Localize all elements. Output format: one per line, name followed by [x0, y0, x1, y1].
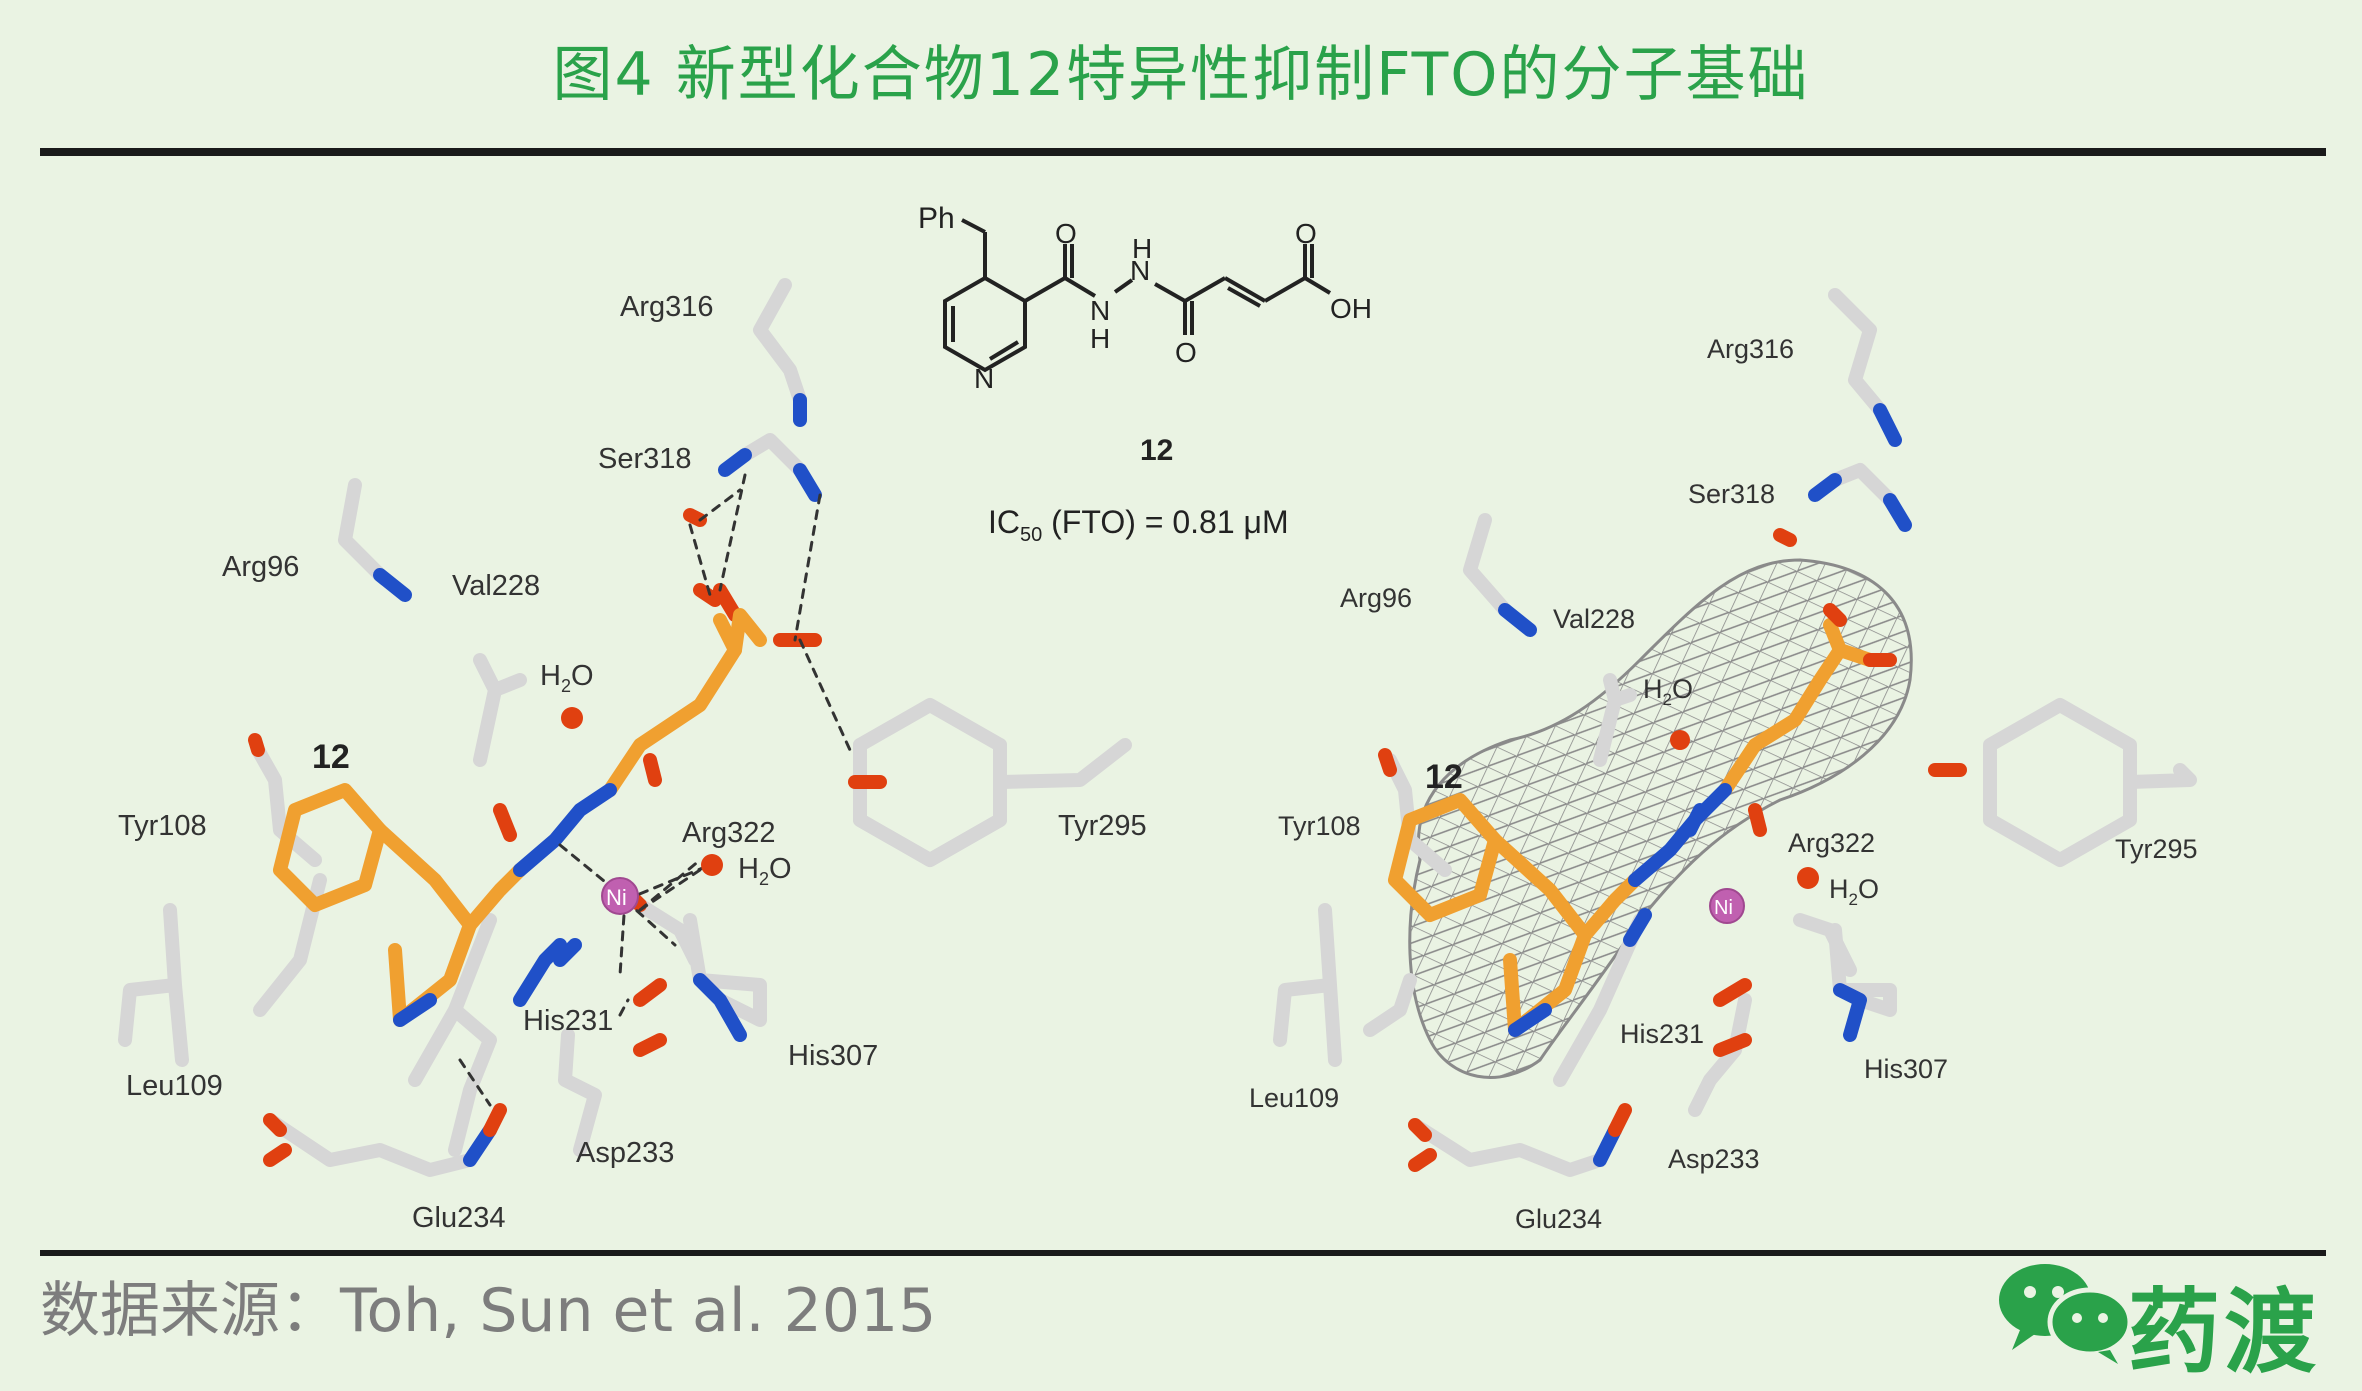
- label-glu234: Glu234: [412, 1202, 506, 1234]
- right-ni-label: Ni: [1714, 897, 1733, 919]
- label-his231-r: His231: [1620, 1019, 1704, 1049]
- label-arg322-r: Arg322: [1788, 828, 1875, 858]
- label-val228: Val228: [452, 570, 540, 602]
- label-ser318: Ser318: [598, 443, 692, 475]
- label-leu109: Leu109: [126, 1070, 223, 1102]
- right-ligand-label: 12: [1425, 758, 1463, 796]
- label-his307: His307: [788, 1040, 878, 1072]
- left-water-2: [701, 854, 723, 876]
- binding-site-figure: Ph N O N H N H O O OH 12 IC50 (FTO) = 0.…: [118, 202, 2198, 1234]
- label-val228-r: Val228: [1553, 604, 1635, 634]
- right-water-label-2: H2O: [1829, 874, 1879, 909]
- label-tyr295-r: Tyr295: [2115, 834, 2198, 864]
- label-arg316: Arg316: [620, 291, 714, 323]
- label-leu109-r: Leu109: [1249, 1083, 1339, 1113]
- logo-text: 药渡: [2128, 1279, 2321, 1386]
- label-tyr108-r: Tyr108: [1278, 811, 1361, 841]
- left-residue-labels: Arg316 Ser318 Arg96 Val228 Tyr108 Arg322…: [118, 291, 1147, 1234]
- label-ser318-r: Ser318: [1688, 479, 1775, 509]
- left-ni-label: Ni: [606, 885, 627, 910]
- right-water-1: [1670, 730, 1690, 750]
- right-oxygen-atoms: [1378, 528, 1967, 1172]
- label-asp233-r: Asp233: [1668, 1144, 1760, 1174]
- label-arg322: Arg322: [682, 817, 776, 849]
- label-his231: His231: [523, 1005, 613, 1037]
- top-divider: [40, 148, 2326, 156]
- right-water-label-1: H2O: [1643, 674, 1693, 709]
- source-citation: 数据来源：Toh, Sun et al. 2015: [40, 1276, 937, 1346]
- o-label-2: O: [1175, 337, 1197, 368]
- left-ni-ion: [601, 877, 639, 915]
- right-ligand-o: [1748, 603, 1897, 837]
- right-residue-labels: Arg316 Ser318 Arg96 Val228 Tyr108 Arg322…: [1249, 334, 2198, 1234]
- label-arg316-r: Arg316: [1707, 334, 1794, 364]
- left-nitrogen-atoms: [373, 393, 822, 1167]
- label-arg96: Arg96: [222, 551, 299, 583]
- label-glu234-r: Glu234: [1515, 1204, 1602, 1234]
- label-his307-r: His307: [1864, 1054, 1948, 1084]
- left-ligand-n: [393, 783, 617, 1027]
- h-label-2: H: [1132, 233, 1152, 264]
- right-binding-panel: Ni Arg316 Ser318 Arg96 Val228 Tyr108 Arg…: [1249, 288, 2198, 1234]
- left-hbonds: [458, 473, 852, 1107]
- figure-title: 图4 新型化合物12特异性抑制FTO的分子基础: [552, 40, 1810, 110]
- bottom-divider: [40, 1250, 2326, 1256]
- left-binding-panel: Ni Arg316 Ser318 Arg96 Val228 Tyr108 Arg…: [118, 278, 1147, 1234]
- right-ligand-n: [1508, 783, 1732, 1037]
- wechat-icon: [1999, 1264, 2133, 1364]
- right-ligand-12: [1388, 618, 1877, 1037]
- left-water-1: [561, 707, 583, 729]
- left-protein-sticks: [118, 278, 1132, 1177]
- label-arg96-r: Arg96: [1340, 583, 1412, 613]
- label-tyr295: Tyr295: [1058, 810, 1147, 842]
- left-water-label-2: H2O: [738, 853, 792, 889]
- left-water-label-1: H2O: [540, 660, 594, 696]
- compound-number: 12: [1140, 434, 1173, 467]
- label-asp233: Asp233: [576, 1137, 674, 1169]
- oh-label: OH: [1330, 293, 1372, 324]
- right-ni-ion: [1709, 888, 1745, 924]
- ph-label: Ph: [918, 202, 955, 235]
- h-label-1: H: [1090, 323, 1110, 354]
- label-tyr108: Tyr108: [118, 810, 207, 842]
- right-density-mesh: [1408, 558, 1913, 1079]
- left-ligand-o: [493, 583, 807, 842]
- right-water-2: [1797, 867, 1819, 889]
- compound-12-structure: Ph N O N H N H O O OH 12 IC50 (FTO) = 0.…: [918, 202, 1372, 546]
- n-label-1: N: [1090, 295, 1110, 326]
- ic50-label: IC50 (FTO) = 0.81 μM: [988, 504, 1289, 546]
- left-ligand-label: 12: [312, 738, 350, 776]
- o-label-1: O: [1055, 218, 1077, 249]
- o-label-3: O: [1295, 218, 1317, 249]
- pyridine-n: N: [974, 363, 994, 394]
- n-label-2: N: [1130, 255, 1150, 286]
- left-ligand-12: [273, 608, 767, 1027]
